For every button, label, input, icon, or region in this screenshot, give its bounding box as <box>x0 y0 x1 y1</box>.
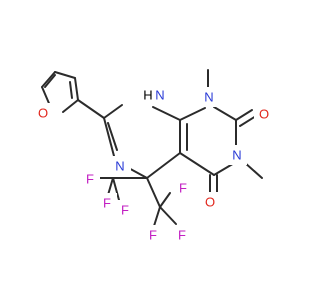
bond <box>107 177 114 196</box>
bond <box>41 71 56 88</box>
bond <box>103 104 123 119</box>
imine-nitrogen-label: N <box>115 159 124 174</box>
fluorine-label: F <box>179 181 187 196</box>
bond <box>159 192 171 208</box>
furan-oxygen-label: O <box>38 106 48 121</box>
c4-oxygen-label: O <box>205 195 215 210</box>
n3-nitrogen-label: N <box>232 148 241 163</box>
bond <box>74 77 79 101</box>
bond <box>159 206 177 225</box>
fluorine-label: F <box>86 172 94 187</box>
bond <box>103 117 115 157</box>
molecule-diagram: O H N N N N O O F F F F F F <box>33 69 274 245</box>
bond <box>235 109 253 121</box>
n1-nitrogen-label: N <box>204 90 213 105</box>
bond <box>179 107 206 121</box>
bond <box>62 99 79 113</box>
bond <box>239 115 257 127</box>
bond <box>107 122 118 151</box>
fluorine-label: F <box>149 228 157 243</box>
bond <box>54 71 76 79</box>
nh-hydrogen-label: H <box>143 88 152 103</box>
nh-nitrogen-label: N <box>155 88 164 103</box>
bond <box>213 106 237 121</box>
c2-oxygen-label: O <box>259 107 269 122</box>
bond <box>146 152 181 179</box>
bond <box>44 74 56 88</box>
bond <box>77 99 105 119</box>
fluorine-label: F <box>178 228 186 243</box>
atom-labels: O H N N N N O O F F F F F F <box>33 85 274 245</box>
fluorine-label: F <box>103 196 111 211</box>
bond <box>153 206 161 227</box>
bond <box>112 177 120 201</box>
bond <box>146 177 161 208</box>
molecule-svg: O H N N N N O O F F F F F F <box>33 69 274 245</box>
bond <box>179 152 215 176</box>
bond <box>152 106 181 121</box>
bond <box>69 81 73 99</box>
fluorine-label: F <box>121 203 129 218</box>
